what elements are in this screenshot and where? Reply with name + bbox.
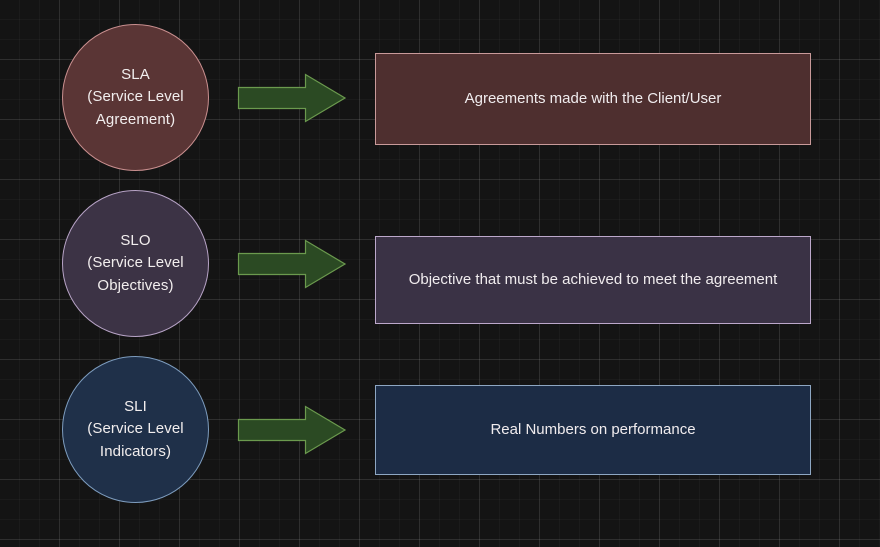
node-box-sli-label: Real Numbers on performance — [490, 420, 696, 438]
node-box-slo-label: Objective that must be achieved to meet … — [408, 270, 778, 288]
node-box-slo[interactable]: Objective that must be achieved to meet … — [375, 236, 811, 324]
arrow-sla[interactable] — [237, 73, 347, 123]
arrow-slo[interactable] — [237, 239, 347, 289]
node-circle-sla[interactable]: SLA (Service Level Agreement) — [62, 24, 209, 171]
node-box-sla-label: Agreements made with the Client/User — [464, 89, 722, 107]
arrow-right-icon — [237, 239, 347, 289]
arrow-sli[interactable] — [237, 405, 347, 455]
node-circle-slo[interactable]: SLO (Service Level Objectives) — [62, 190, 209, 337]
arrow-right-icon — [237, 73, 347, 123]
node-box-sla[interactable]: Agreements made with the Client/User — [375, 53, 811, 145]
node-box-sli[interactable]: Real Numbers on performance — [375, 385, 811, 475]
node-circle-slo-label: SLO (Service Level Objectives) — [87, 231, 184, 294]
node-circle-sli-label: SLI (Service Level Indicators) — [87, 397, 184, 460]
node-circle-sli[interactable]: SLI (Service Level Indicators) — [62, 356, 209, 503]
node-circle-sla-label: SLA (Service Level Agreement) — [87, 65, 184, 128]
arrow-right-icon — [237, 405, 347, 455]
